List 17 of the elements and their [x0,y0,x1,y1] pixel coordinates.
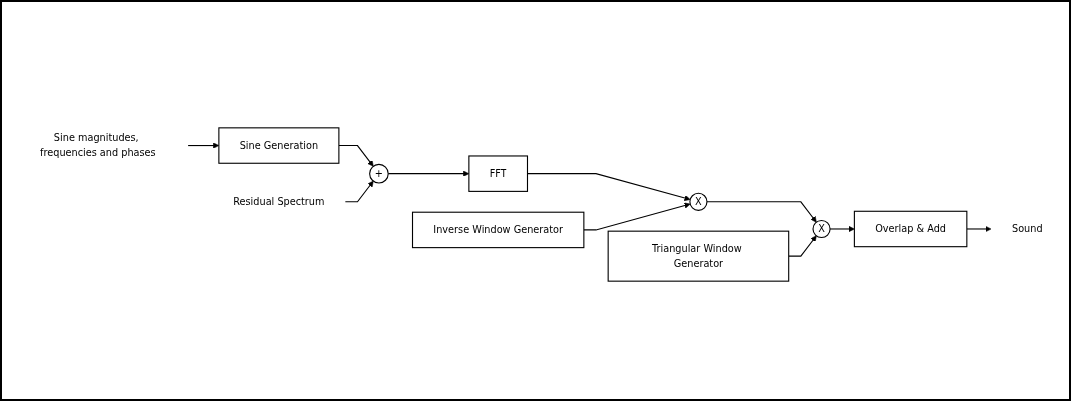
arrow [706,200,817,223]
node-box: Sine Generation [218,126,340,164]
arrow [966,225,992,232]
node-circle: X [689,192,708,211]
arrow [583,202,691,231]
arrow [338,144,374,167]
arrow [788,235,817,257]
node-text: Sine magnitudes, frequencies and phases [40,132,156,158]
node-box: Inverse Window Generator [411,211,585,248]
node-circle: + [369,163,389,184]
node-text: Sound [1011,222,1043,234]
node-box: Triangular Window Generator [607,230,790,282]
node-box: FFT [468,155,529,192]
node-circle: X [812,219,831,238]
node-text: Residual Spectrum [233,195,325,207]
arrow [344,180,374,202]
node-box: Overlap & Add [853,210,968,247]
